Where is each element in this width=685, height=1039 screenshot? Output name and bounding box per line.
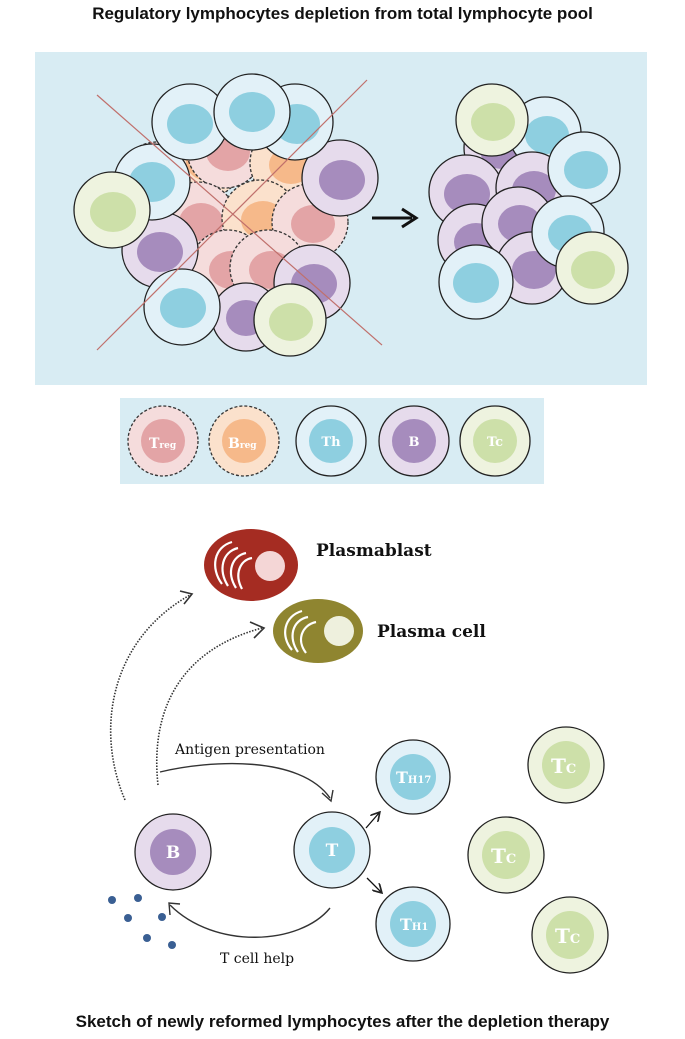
b-to-plasmablast-arrow [109,594,191,801]
tc-cell-lower: TC [467,816,545,894]
tc-cell [253,283,327,357]
th17-cell: TH17 [375,739,451,815]
plasma-cell-label: Plasma cell [377,622,486,642]
tc-cell [555,231,629,305]
th-cell [547,131,621,205]
tc-label: TC [551,754,576,778]
tc-label: TC [491,844,516,868]
antigen-presentation-label: Antigen presentation [174,742,325,758]
legend-b: B [378,405,450,477]
tc-cell-lower: TC [527,726,605,804]
plasma-cell [273,599,363,663]
b-cell-lower: B [134,813,212,891]
t-cell-help-arrow [169,904,331,938]
t-cell-lower: T [293,811,371,889]
depletion-cross-line [96,94,383,346]
th-cell [213,73,291,151]
antibody-dots [108,894,176,949]
legend-breg: Breg [208,405,280,477]
th-cell [438,244,514,320]
tc-label: TC [555,924,580,948]
th-cell [151,83,229,161]
t-to-th17-arrow [365,813,379,829]
legend-treg: Treg [127,405,199,477]
t-to-th1-arrow [366,877,381,892]
legend-tc-label: Tc [487,435,503,450]
th1-cell: TH1 [375,886,451,962]
depletion-arrow [372,207,419,229]
b-cell [301,139,379,217]
plasmablast-cell [204,529,298,601]
legend-b-label: B [409,435,420,450]
legend-th-label: Th [321,435,341,450]
legend-th: Th [295,405,367,477]
plasmablast-label: Plasmablast [316,541,432,561]
antigen-presentation-arrow [159,762,331,799]
top-title: Regulatory lymphocytes depletion from to… [92,4,593,23]
cell-cluster-before [73,73,383,357]
depletion-cross-line [96,79,368,351]
legend-treg-label: Treg [149,436,177,452]
b-cell-label: B [166,843,180,863]
cell-cluster-after [428,83,629,320]
tc-cell-lower: TC [531,896,609,974]
th1-label: TH1 [400,915,428,934]
tc-cell [455,83,529,157]
bottom-title: Sketch of newly reformed lymphocytes aft… [75,1012,610,1031]
t-cell-help-label: T cell help [220,951,294,967]
th17-label: TH17 [396,768,431,787]
t-cell-label: T [326,841,339,861]
b-to-plasma-cell-arrow [156,627,263,786]
tc-cell [73,171,151,249]
legend-tc: Tc [459,405,531,477]
legend-breg-label: Breg [228,436,257,452]
th-cell [143,268,221,346]
